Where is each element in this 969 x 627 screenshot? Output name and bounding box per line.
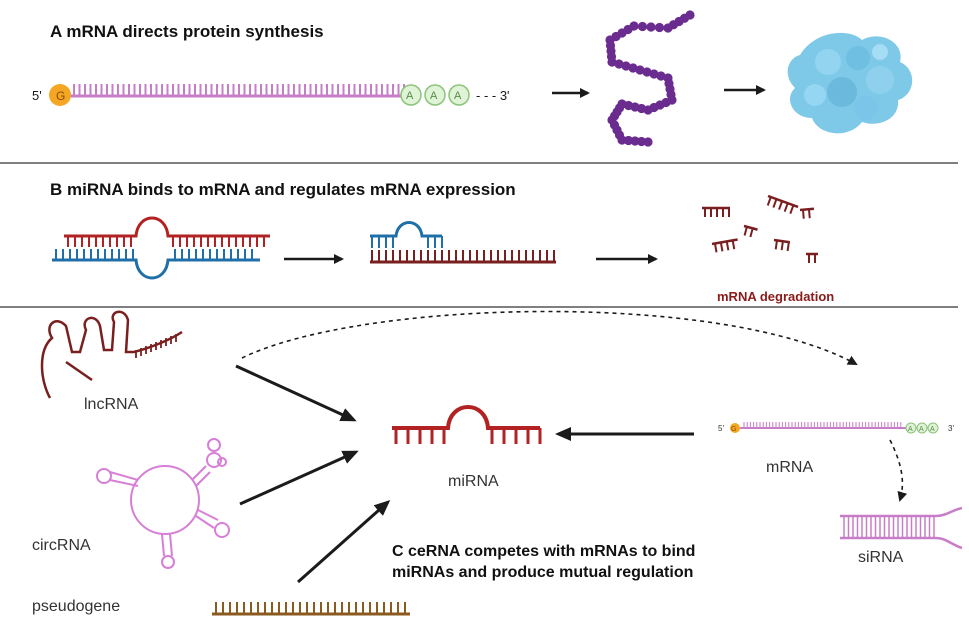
lncrna-structure <box>40 310 183 399</box>
svg-text:G: G <box>731 426 736 433</box>
mrna-bases <box>73 84 405 96</box>
circrna-structure <box>96 438 230 569</box>
dashed-arrow-mrna-to-sirna <box>889 439 908 502</box>
sirna-label: siRNA <box>858 549 904 566</box>
mrna-fragments <box>702 194 818 263</box>
svg-text:A: A <box>908 426 913 433</box>
lncrna-bases <box>135 334 177 358</box>
svg-text:A: A <box>430 90 438 102</box>
svg-text:A: A <box>919 426 924 433</box>
svg-text:A: A <box>930 426 935 433</box>
arrow-pseudo-to-mirna <box>297 500 391 584</box>
svg-text:3': 3' <box>948 424 954 433</box>
panel-a-title: A mRNA directs protein synthesis <box>50 22 324 41</box>
poly-a-tail: A A A <box>400 84 470 106</box>
arrow-circ-to-mirna <box>239 450 359 506</box>
panel-a-mrna: G A A A <box>49 84 470 106</box>
pseudogene-strand <box>212 602 410 616</box>
folded-protein <box>787 32 913 134</box>
arrow-lnc-to-mirna <box>235 364 357 422</box>
small-mrna: G A A A 5' 3' <box>718 422 954 434</box>
cap-letter: G <box>56 89 65 103</box>
svg-text:A: A <box>454 90 462 102</box>
five-prime-label: 5' <box>32 88 42 103</box>
mirna-mrna-duplex-2 <box>370 221 556 264</box>
panel-c-caption-line2: miRNAs and produce mutual regulation <box>392 564 694 581</box>
lncrna-label: lncRNA <box>84 396 139 413</box>
mirna-mrna-duplex-1 <box>52 216 270 280</box>
svg-text:A: A <box>406 90 414 102</box>
mrna-label: mRNA <box>766 459 814 476</box>
pseudogene-label: pseudogene <box>32 598 121 615</box>
circrna-label: circRNA <box>32 537 91 554</box>
sirna-duplex <box>840 506 963 550</box>
five-prime-cap <box>49 84 71 106</box>
mirna-label: miRNA <box>448 473 499 490</box>
three-prime-label: - - - 3' <box>476 88 510 103</box>
svg-text:5': 5' <box>718 424 724 433</box>
mirna-centre <box>392 405 542 444</box>
panel-b-title: B miRNA binds to mRNA and regulates mRNA… <box>50 180 516 199</box>
mrna-degradation-label: mRNA degradation <box>717 289 835 304</box>
dashed-arc-arrow <box>241 310 858 365</box>
panel-c-caption-line1: C ceRNA competes with mRNAs to bind <box>392 543 696 560</box>
polypeptide-chain <box>605 10 695 147</box>
